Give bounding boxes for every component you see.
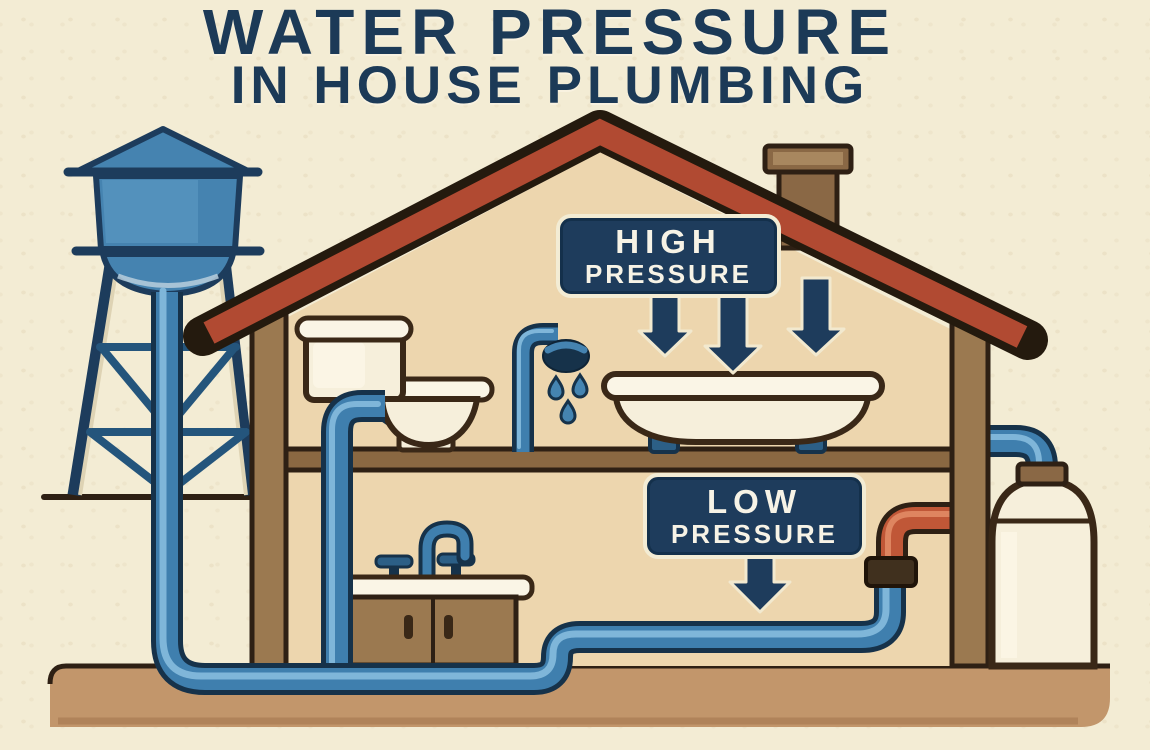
left-wall <box>249 297 289 669</box>
low-pressure-label: LOW PRESSURE <box>647 477 862 555</box>
tower-roof <box>75 126 251 174</box>
down-arrow-icon <box>786 276 846 357</box>
low-pressure-arrow <box>728 551 792 614</box>
high-pressure-arrows <box>637 276 846 375</box>
low-pressure-word-2: PRESSURE <box>670 519 839 549</box>
high-pressure-word: HIGH <box>615 223 722 260</box>
water-drop-icon <box>559 398 577 425</box>
water-heater <box>988 461 1098 670</box>
heater-collar <box>1015 461 1069 487</box>
bathtub-body <box>612 395 872 445</box>
down-arrow-icon <box>703 288 763 375</box>
tower-leg-left <box>67 251 120 497</box>
pipe-coupling <box>864 556 918 588</box>
water-drop-icon <box>547 374 565 401</box>
down-arrow-icon <box>728 551 792 614</box>
hot-water-pipe <box>876 502 966 576</box>
tower-leg-right <box>216 252 258 496</box>
bathtub <box>601 371 885 454</box>
second-floor <box>263 446 969 473</box>
sink-cabinet <box>339 520 535 668</box>
low-pressure-word: LOW <box>707 483 802 520</box>
shower <box>512 323 590 452</box>
high-pressure-label: HIGH PRESSURE <box>560 218 777 294</box>
water-drops <box>547 372 589 425</box>
cabinet-door-handle <box>404 615 413 639</box>
supply-pipe <box>151 287 918 695</box>
toilet-lid <box>294 315 414 343</box>
title-line-1: WATER PRESSURE <box>202 0 898 68</box>
water-drop-icon <box>571 372 589 399</box>
sink-handle <box>374 554 414 569</box>
bathtub-rim <box>601 371 885 401</box>
toilet-bowl <box>378 396 481 449</box>
roof <box>183 110 1048 360</box>
down-arrow-icon <box>637 288 693 358</box>
page-title: WATER PRESSURE IN HOUSE PLUMBING <box>0 0 1100 115</box>
title-line-2: IN HOUSE PLUMBING <box>230 56 870 115</box>
cabinet-door-handle <box>444 615 453 639</box>
right-wall <box>949 307 991 669</box>
high-pressure-word-2: PRESSURE <box>584 259 753 289</box>
